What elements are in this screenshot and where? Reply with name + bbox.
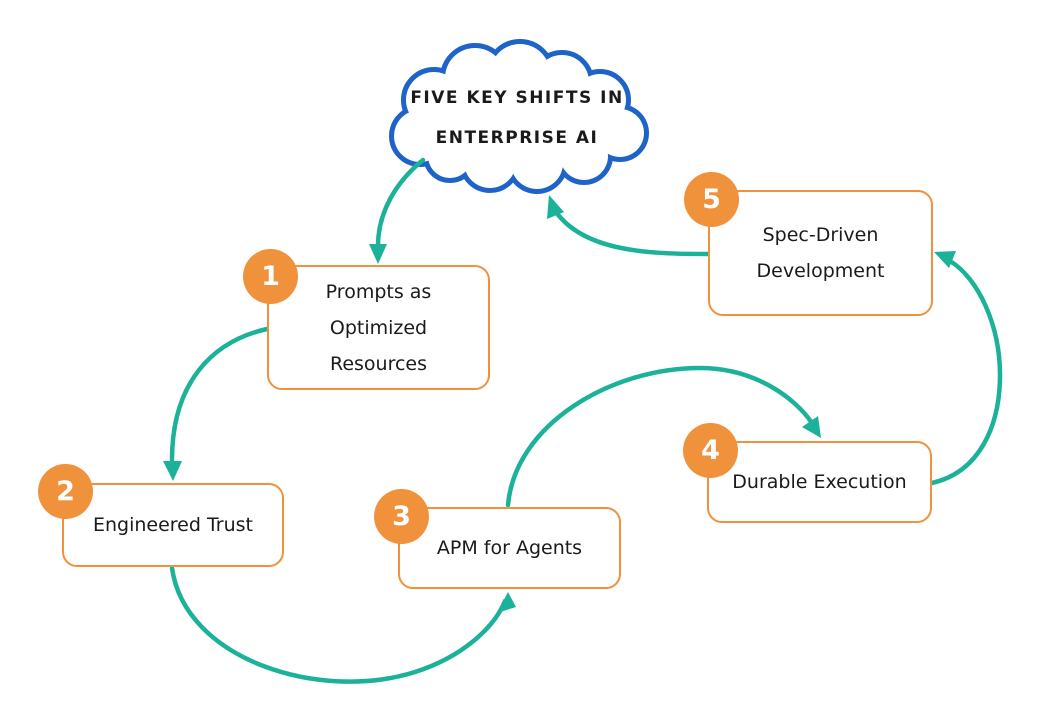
diagram-title: FIVE KEY SHIFTS IN ENTERPRISE AI — [372, 38, 662, 198]
node-number-badge-5: 5 — [684, 172, 739, 227]
node-box-durable-execution: Durable Execution — [707, 441, 932, 523]
node-number-badge-3: 3 — [374, 489, 429, 544]
title-cloud: FIVE KEY SHIFTS IN ENTERPRISE AI — [372, 38, 662, 198]
node-label-line: Spec-Driven — [762, 224, 879, 246]
node-box-engineered-trust: Engineered Trust — [62, 483, 284, 567]
node-box-prompts-as-optimized-resources: Prompts as Optimized Resources — [267, 265, 490, 390]
arrow-node-1-to-node-2 — [163, 326, 270, 481]
node-label-line: Resources — [329, 352, 428, 375]
node-label-line: APM for Agents — [436, 537, 583, 559]
node-number-badge-2: 2 — [38, 464, 93, 519]
cloud-shape-icon — [389, 39, 649, 194]
node-box-apm-for-agents: APM for Agents — [398, 507, 621, 589]
node-number-badge-4: 4 — [683, 423, 738, 478]
diagram-title-line-2: ENTERPRISE AI — [435, 128, 599, 148]
node-label-line: Engineered Trust — [92, 514, 253, 536]
node-label-line: Prompts as Optimized — [325, 280, 432, 339]
node-box-spec-driven-development: Spec-Driven Development — [708, 190, 933, 316]
diagram-title-line-1: FIVE KEY SHIFTS IN — [410, 88, 624, 108]
node-label-line: Durable Execution — [732, 471, 907, 493]
node-label-line: Development — [756, 260, 885, 282]
arrow-node-4-to-node-5 — [929, 251, 1003, 486]
node-number-badge-1: 1 — [243, 249, 298, 304]
